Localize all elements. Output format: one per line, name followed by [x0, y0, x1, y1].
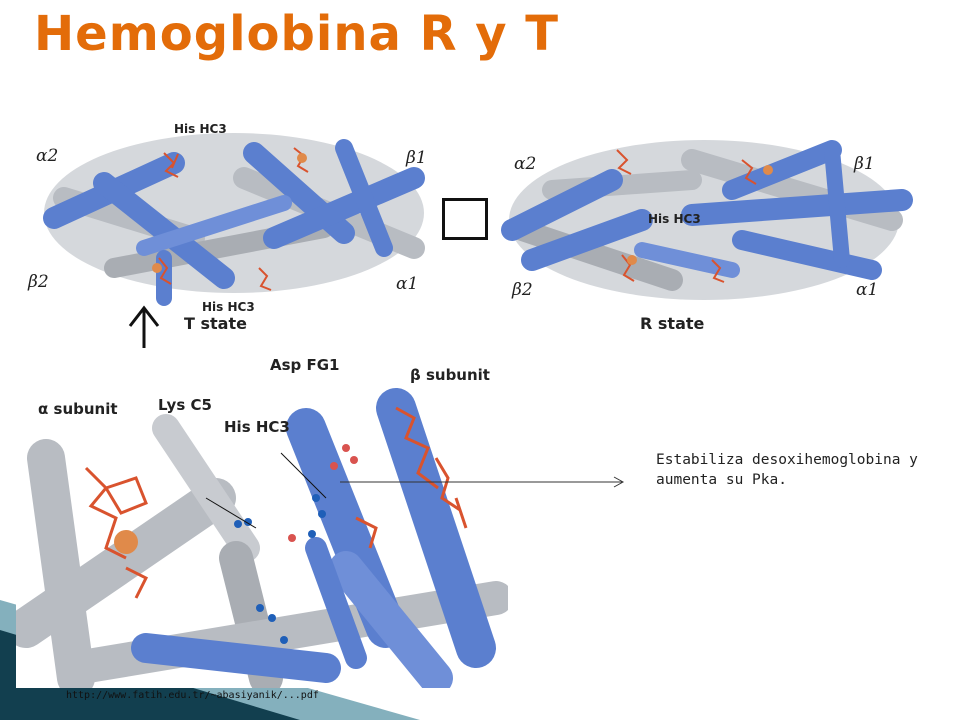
detail-figure: Asp FG1 β subunit α subunit Lys C5 His H…	[6, 348, 513, 697]
alpha-subunit-label: α subunit	[38, 400, 118, 418]
t-state-beta1-label: β1	[406, 148, 427, 168]
r-state-his-label: His HC3	[648, 212, 701, 226]
detail-structure-image	[6, 348, 513, 697]
r-state-figure: His HC3 α2 β1 β2 α1 R state	[492, 120, 914, 338]
t-state-his-label-top: His HC3	[174, 122, 227, 136]
t-state-beta2-label: β2	[28, 272, 49, 292]
r-state-beta1-label: β1	[854, 154, 875, 174]
t-state-caption: T state	[184, 314, 247, 333]
t-state-his-label-bottom: His HC3	[202, 300, 255, 314]
his-hc3-label: His HC3	[224, 418, 290, 436]
t-state-alpha2-label: α2	[36, 146, 59, 166]
source-url[interactable]: http://www.fatih.edu.tr/~abasiyanik/...p…	[66, 690, 319, 701]
lys-c5-label: Lys C5	[158, 396, 212, 414]
t-state-structure-image	[43, 133, 425, 306]
pointer-arrow-icon	[340, 476, 625, 488]
r-state-alpha1-label: α1	[856, 280, 879, 300]
r-state-caption: R state	[640, 314, 705, 333]
t-state-alpha1-label: α1	[396, 274, 419, 294]
r-state-beta2-label: β2	[512, 280, 533, 300]
r-state-alpha2-label: α2	[514, 154, 537, 174]
beta-subunit-label: β subunit	[410, 366, 490, 384]
asp-fg1-label: Asp FG1	[270, 356, 340, 374]
empty-box	[442, 198, 488, 240]
r-state-structure-image	[501, 140, 913, 300]
note-text: Estabiliza desoxihemoglobina y aumenta s…	[656, 452, 918, 488]
t-state-figure: His HC3 His HC3 α2 β1 β2 α1 T state	[24, 108, 442, 338]
slide-title: Hemoglobina R y T	[34, 6, 560, 62]
